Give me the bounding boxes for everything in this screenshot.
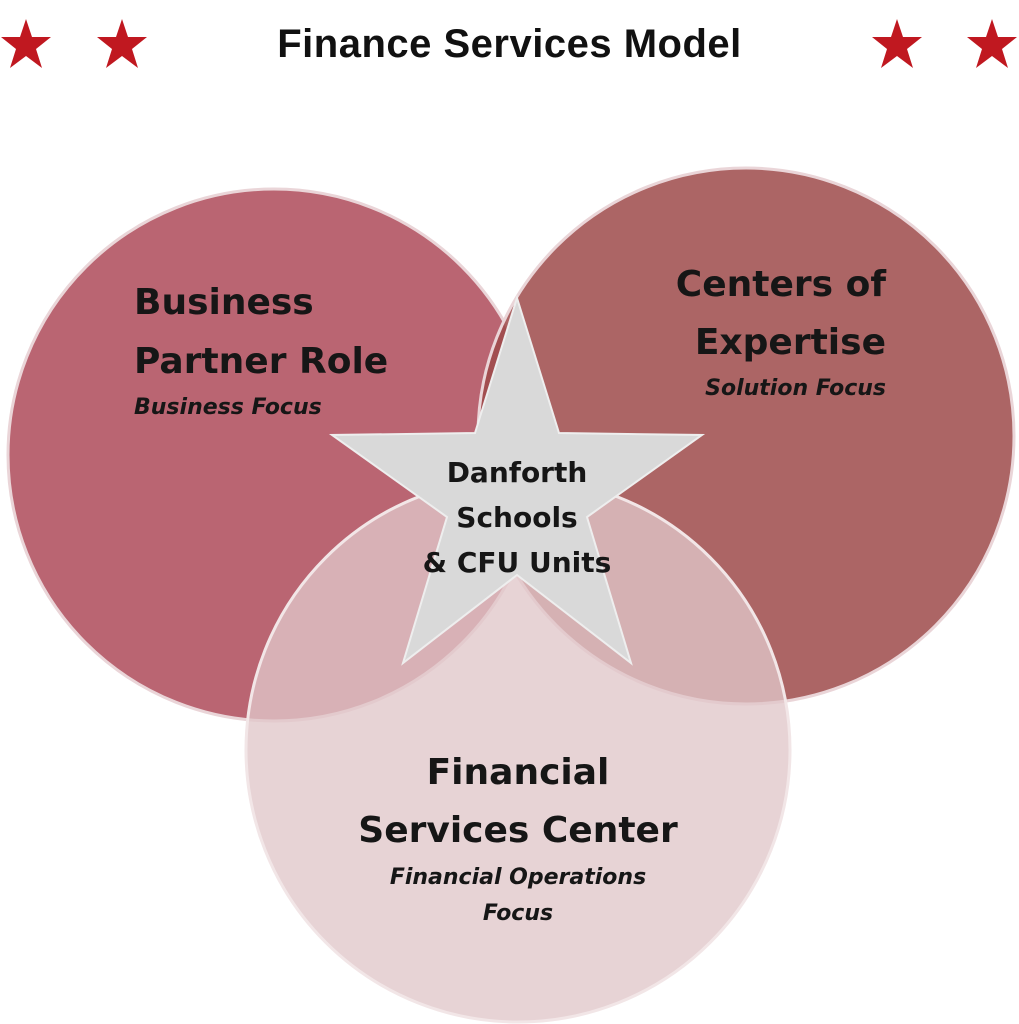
- star-icon: [872, 19, 922, 68]
- center-star-icon: [328, 294, 706, 666]
- centers-of-expertise-label-line2: Expertise: [694, 322, 886, 363]
- star-icon: [967, 19, 1017, 68]
- business-focus-label: Business Focus: [134, 395, 322, 420]
- financial-operations-focus-label-line2: Focus: [482, 901, 554, 926]
- page-title: Finance Services Model: [277, 22, 742, 66]
- business-partner-label-line1: Business: [134, 282, 314, 323]
- business-partner-label-line2: Partner Role: [134, 341, 389, 382]
- center-label-line1: Danforth: [446, 456, 588, 489]
- center-label-line2: Schools: [456, 501, 578, 534]
- center-label-line3: & CFU Units: [422, 546, 612, 579]
- star-icon: [1, 19, 51, 68]
- financial-operations-focus-label-line1: Financial Operations: [389, 865, 647, 890]
- financial-services-label-line2: Services Center: [358, 810, 678, 851]
- financial-services-label-line1: Financial: [426, 752, 610, 793]
- star-icon: [97, 19, 147, 68]
- centers-of-expertise-label-line1: Centers of: [675, 264, 886, 305]
- solution-focus-label: Solution Focus: [705, 376, 886, 401]
